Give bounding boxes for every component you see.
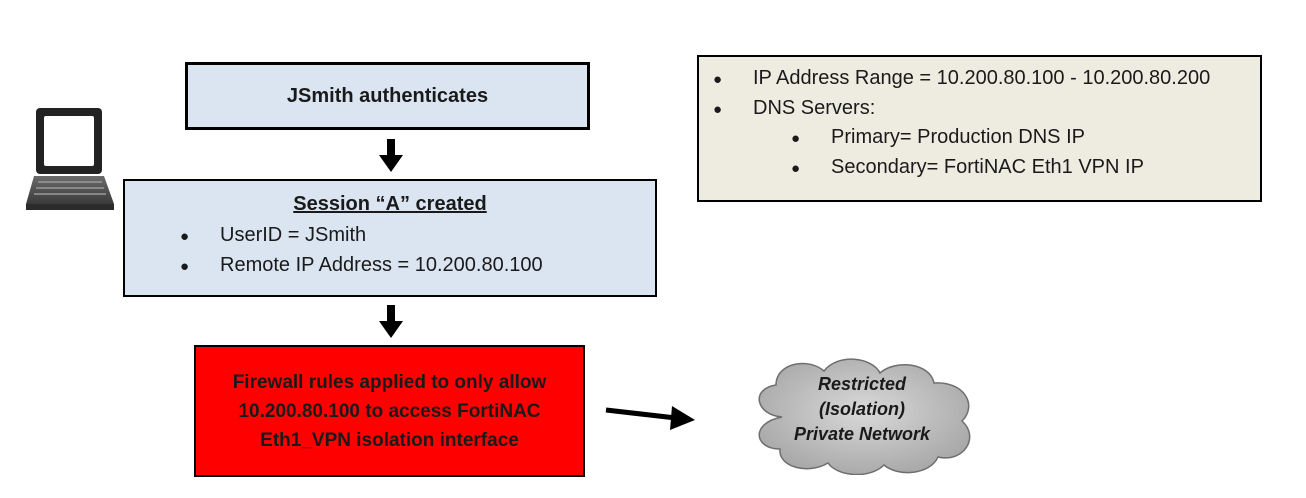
bullet-icon: ● [180,228,190,245]
dns-primary-item: Primary= Production DNS IP [831,126,1085,148]
session-remote-ip: Remote IP Address = 10.200.80.100 [220,254,543,276]
auth-step-box: JSmith authenticates [185,62,590,130]
firewall-line: Firewall rules applied to only allow [232,371,547,393]
dns-servers-item: DNS Servers: [753,97,876,119]
session-userid: UserID = JSmith [220,224,367,246]
cloud-line: (Isolation) [819,399,905,419]
session-created-box: Session “A” created ● UserID = JSmith ● … [123,179,657,297]
firewall-line: Eth1_VPN isolation interface [260,429,519,451]
firewall-line: 10.200.80.100 to access FortiNAC [238,400,541,422]
bullet-icon: ● [713,71,723,88]
bullet-icon: ● [180,258,190,275]
bullet-icon: ● [713,101,723,118]
bullet-icon: ● [791,160,801,177]
auth-step-text: JSmith authenticates [286,84,489,107]
session-title: Session “A” created [293,193,487,215]
bullet-icon: ● [791,130,801,147]
dns-secondary-item: Secondary= FortiNAC Eth1 VPN IP [831,156,1144,178]
cloud-line: Restricted [817,374,907,394]
down-arrow-icon [379,139,403,172]
cloud-line: Private Network [793,424,931,444]
down-arrow-icon [379,305,403,338]
laptop-icon [26,108,114,210]
cloud-icon [758,358,971,475]
right-arrow-icon [605,406,695,430]
address-config-box: ● IP Address Range = 10.200.80.100 - 10.… [697,55,1262,202]
cloud-label: Restricted (Isolation) Private Network [742,372,982,447]
firewall-rules-box: Firewall rules applied to only allow 10.… [194,345,585,477]
ip-range-item: IP Address Range = 10.200.80.100 - 10.20… [753,67,1211,89]
